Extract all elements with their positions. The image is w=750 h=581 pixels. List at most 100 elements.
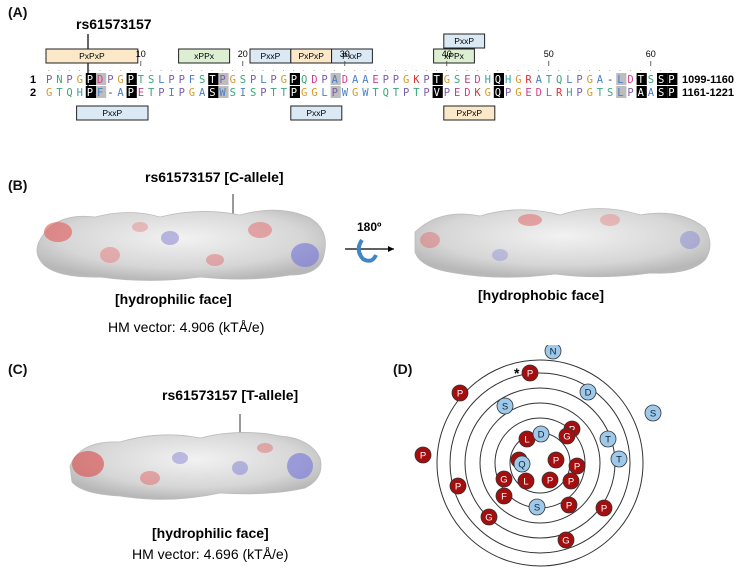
residue-node bbox=[532, 425, 550, 443]
residue-letter: G bbox=[587, 87, 593, 99]
identity-highlight bbox=[85, 86, 96, 98]
identity-highlight bbox=[289, 73, 300, 85]
ruler-dot: . bbox=[242, 67, 244, 73]
identity-highlight bbox=[85, 73, 96, 85]
residue-letter: G bbox=[46, 87, 52, 99]
residue-letter: L bbox=[321, 87, 327, 99]
residue-letter: Q bbox=[383, 87, 389, 99]
motif-label: PxPxP bbox=[298, 51, 324, 61]
residue-letter: - bbox=[107, 87, 113, 99]
residue-letter: G bbox=[230, 74, 236, 86]
residue-letter: S bbox=[658, 74, 664, 86]
residue-node bbox=[449, 477, 467, 495]
residue-letter: P bbox=[332, 87, 338, 99]
motif-label: PxPxP bbox=[79, 51, 105, 61]
residue-letter: P bbox=[444, 87, 450, 99]
residue-letter: E bbox=[138, 87, 144, 99]
wheel-rings bbox=[436, 359, 644, 567]
residue-letter: G bbox=[515, 74, 521, 86]
residue-letter: T bbox=[413, 87, 420, 99]
ruler-dot: . bbox=[109, 67, 111, 73]
residue-letter: - bbox=[607, 74, 613, 86]
residue-node bbox=[496, 397, 514, 415]
star-marker: * bbox=[514, 365, 520, 381]
ruler-tick-label: 20 bbox=[238, 49, 248, 59]
residue-letter: H bbox=[505, 74, 511, 86]
rotate-arrow-icon bbox=[356, 238, 378, 263]
residue-letter: G bbox=[311, 87, 317, 99]
residue-letter: P bbox=[107, 74, 113, 86]
residue-letter: P bbox=[627, 87, 633, 99]
residue-letter: W bbox=[219, 87, 226, 99]
residue-node-label: D bbox=[538, 430, 545, 441]
residue-letter: L bbox=[617, 87, 623, 99]
residue-letter: T bbox=[148, 87, 155, 99]
sequence-row-index: 2 bbox=[30, 87, 36, 99]
residue-letter: P bbox=[87, 74, 93, 86]
residue-node-label: P bbox=[568, 477, 574, 488]
ruler-tick-label: 50 bbox=[544, 49, 554, 59]
residue-letter: A bbox=[199, 87, 206, 99]
residue-node-label: L bbox=[524, 435, 529, 446]
residue-node bbox=[579, 383, 597, 401]
hm-vector-c: HM vector: 4.696 (kTÅ/e) bbox=[132, 546, 288, 562]
ruler-dot: . bbox=[619, 67, 621, 73]
residue-node-label: G bbox=[563, 432, 570, 443]
residue-letter: D bbox=[464, 87, 470, 99]
residue-letter: Q bbox=[301, 74, 307, 86]
ruler-dot: . bbox=[303, 67, 305, 73]
residue-letter: P bbox=[128, 74, 134, 86]
similarity-highlight bbox=[616, 73, 627, 85]
ruler-dot: . bbox=[385, 67, 387, 73]
identity-highlight bbox=[493, 73, 504, 85]
helical-wheel: * NPDSPSLPDGTTPGQPPGFLPPPSPPGG bbox=[414, 345, 662, 567]
ruler-dot: . bbox=[313, 67, 315, 73]
ruler-dot: . bbox=[405, 67, 407, 73]
residue-letter: A bbox=[332, 74, 339, 86]
surface-figure-c: rs61573157 [T-allele] [hydrophilic face]… bbox=[69, 387, 322, 562]
identity-highlight bbox=[657, 86, 668, 98]
ruler-dot: . bbox=[487, 67, 489, 73]
residue-letter: G bbox=[515, 87, 521, 99]
residue-letter: P bbox=[260, 87, 266, 99]
ruler-dot: . bbox=[568, 67, 570, 73]
ruler-dot: . bbox=[272, 67, 274, 73]
residue-letter: N bbox=[56, 74, 62, 86]
residue-letter: P bbox=[668, 87, 674, 99]
residue-letter: Q bbox=[556, 74, 562, 86]
residue-node bbox=[562, 472, 580, 490]
ruler-tick-label: 40 bbox=[442, 49, 452, 59]
residue-node-label: P bbox=[601, 504, 607, 515]
wheel-residues: NPDSPSLPDGTTPGQPPGFLPPPSPPGG bbox=[414, 345, 662, 549]
residue-letter: T bbox=[209, 74, 216, 86]
identity-highlight bbox=[636, 73, 647, 85]
residue-letter: W bbox=[342, 87, 349, 99]
ruler-dot: . bbox=[221, 67, 223, 73]
residue-letter: L bbox=[260, 74, 266, 86]
residue-letter: D bbox=[311, 74, 317, 86]
residue-letter: A bbox=[362, 74, 369, 86]
motif-box-top bbox=[443, 33, 486, 49]
residue-letter: P bbox=[158, 87, 164, 99]
identity-highlight bbox=[667, 86, 678, 98]
surface-hydrophobic-c-allele bbox=[414, 208, 711, 278]
face-label-hydrophobic-b: [hydrophobic face] bbox=[478, 287, 604, 303]
hm-vector-b: HM vector: 4.906 (kTÅ/e) bbox=[108, 319, 264, 335]
motif-label: xPPx bbox=[194, 51, 215, 61]
residue-node-label: P bbox=[455, 482, 461, 493]
residue-letter: E bbox=[454, 87, 460, 99]
residue-letter: P bbox=[219, 74, 225, 86]
residue-node bbox=[513, 455, 531, 473]
ruler-dot: . bbox=[191, 67, 193, 73]
ruler-dot: . bbox=[640, 67, 642, 73]
residue-letter: P bbox=[576, 87, 582, 99]
residue-letter: G bbox=[444, 74, 450, 86]
residue-node bbox=[610, 450, 628, 468]
residue-letter: D bbox=[342, 74, 348, 86]
residue-letter: T bbox=[372, 87, 379, 99]
ruler-dot: . bbox=[344, 67, 346, 73]
motif-box-top bbox=[178, 48, 231, 64]
residue-letter: G bbox=[352, 87, 358, 99]
residue-letter: P bbox=[668, 74, 674, 86]
